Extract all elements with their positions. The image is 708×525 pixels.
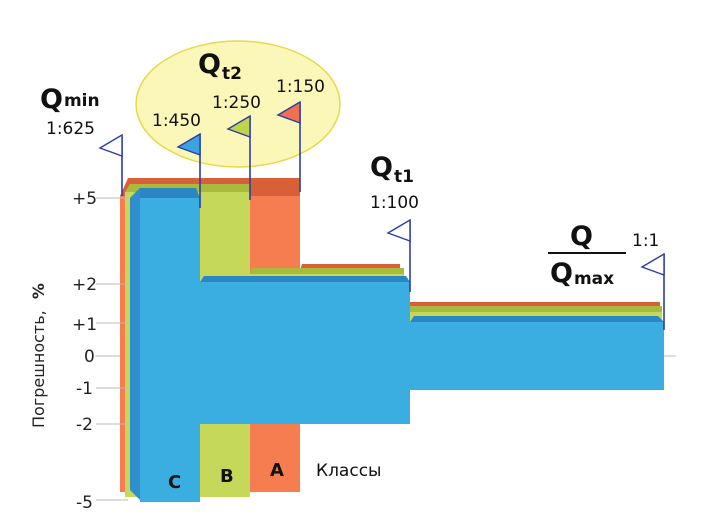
ratio-250-label: 1:250 — [212, 93, 261, 113]
flow-labels: Qmin 1:625 Qt2 1:450 1:250 1:150 Qt1 1:1… — [40, 49, 659, 289]
classes-title: Классы — [316, 461, 381, 481]
class-c-label: C — [168, 472, 181, 493]
flags — [98, 100, 665, 330]
class-a-label: A — [270, 460, 284, 481]
flag-qmin-icon — [98, 133, 123, 157]
y-axis-title: Погрешность, % — [29, 283, 48, 428]
qt2-label: Qt2 — [198, 49, 242, 84]
class-labels: C B A Классы — [168, 460, 381, 493]
flag-450-icon — [176, 132, 201, 156]
y-tick-label: +2 — [72, 275, 97, 295]
class-c-band — [130, 188, 664, 502]
ratio-450-label: 1:450 — [152, 111, 201, 131]
qt1-ratio: 1:100 — [370, 193, 419, 213]
qmin-label: Qmin — [40, 84, 100, 115]
fraction-denominator: Qmax — [550, 258, 614, 289]
flag-250-icon — [226, 114, 251, 138]
flag-qt1-icon — [386, 218, 411, 242]
y-tick-label: +5 — [72, 189, 97, 209]
y-axis-unit: % — [29, 283, 48, 299]
qt1-label: Qt1 — [370, 152, 414, 187]
class-b-label: B — [220, 466, 234, 487]
y-tick-label: -1 — [76, 379, 93, 399]
flag-150-icon — [276, 100, 301, 124]
y-axis-label: Погрешность, — [29, 310, 48, 428]
fraction-numerator: Q — [570, 221, 593, 252]
svg-text:Погрешность, %: Погрешность, % — [29, 283, 48, 428]
flag-qmax-icon — [640, 252, 665, 276]
qt2-highlight-ellipse — [135, 40, 341, 168]
y-axis: +5 +2 +1 0 -1 -2 -5 Погрешность, % — [29, 189, 128, 513]
y-tick-label: +1 — [72, 315, 97, 335]
ratio-150-label: 1:150 — [276, 77, 325, 97]
qmin-ratio: 1:625 — [46, 119, 95, 139]
y-tick-label: -2 — [76, 415, 93, 435]
y-tick-label: 0 — [84, 347, 95, 367]
qmax-ratio: 1:1 — [632, 231, 659, 251]
y-tick-label: -5 — [76, 493, 93, 513]
